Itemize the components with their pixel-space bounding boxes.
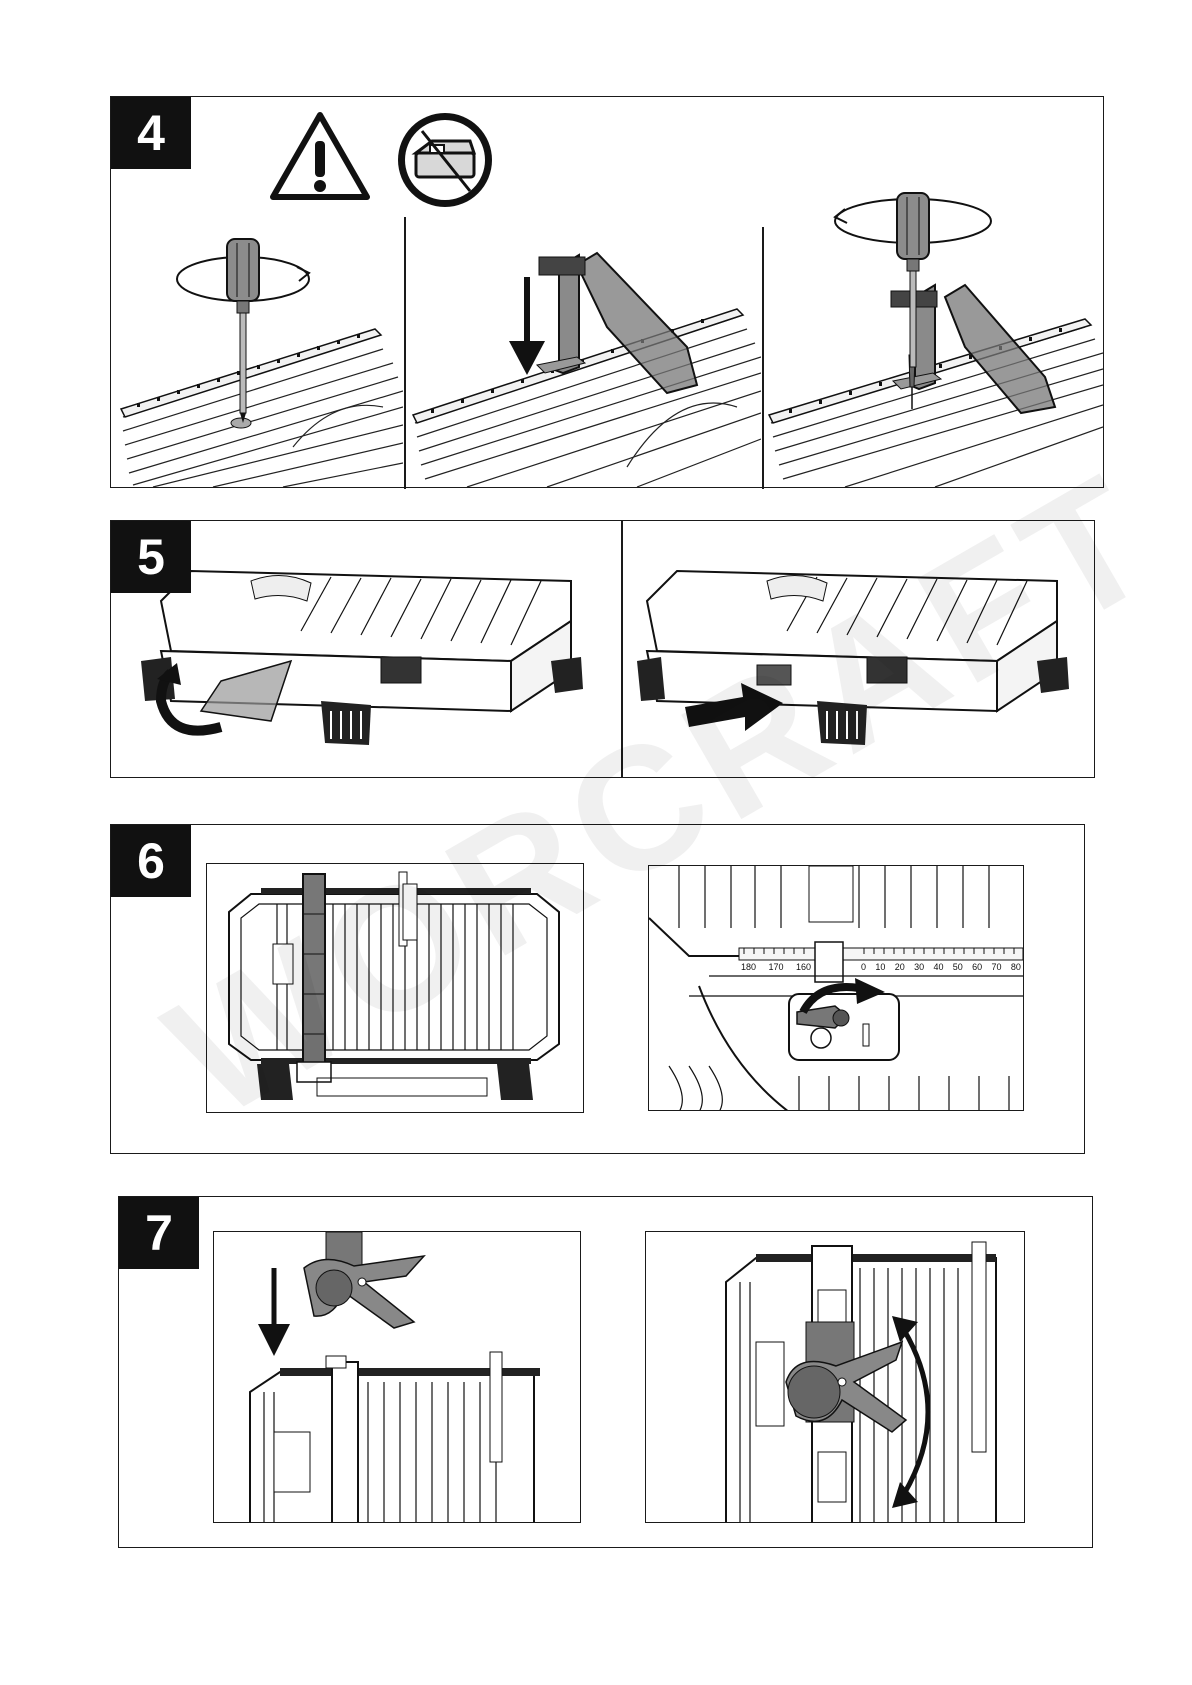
step-7-panel: 7 [118,1196,1093,1548]
step-7-badge: 7 [119,1197,199,1269]
scale-left-ticks: 180 170 160 [741,962,811,972]
scale-tick: 180 [741,962,756,972]
step-4-badge: 4 [111,97,191,169]
scale-right-ticks: 0 10 20 30 40 50 60 70 80 [861,962,1021,972]
step-4-frame-screw-removal [113,217,403,487]
step-5-frame-tray-push-in [637,561,1087,771]
no-battery-icon [396,111,494,209]
down-arrow-icon [507,277,547,377]
scale-tick: 160 [796,962,811,972]
rotation-arrow-icon [892,1312,942,1512]
step-7-frame-mitre-guide-angle [645,1231,1025,1523]
step-4-frame-mount-guard [407,217,761,487]
scale-tick: 170 [768,962,783,972]
scale-tick: 30 [914,962,924,972]
rotation-arrow-icon [799,978,889,1018]
step-5-frame-tray-fold-out [131,561,611,771]
scale-tick: 20 [895,962,905,972]
scale-tick: 80 [1011,962,1021,972]
step-6-frame-lock-knob-detail: 180 170 160 0 10 20 30 40 50 60 70 80 [648,865,1024,1111]
scale-tick: 70 [992,962,1002,972]
step-4-divider-1 [404,217,406,489]
step-5-panel: 5 [110,520,1095,778]
step-6-badge: 6 [111,825,191,897]
scale-tick: 10 [875,962,885,972]
step-6-frame-fence-overview [206,863,584,1113]
push-arrow-icon [685,677,785,743]
scale-tick: 0 [861,962,866,972]
step-4-panel: 4 [110,96,1104,488]
step-5-divider [621,521,623,777]
warning-icon [267,109,373,205]
step-4-divider-2 [762,227,764,489]
screwdriver-icon [831,191,1001,371]
step-4-frame-screw-fixing [765,187,1103,487]
scale-tick: 60 [972,962,982,972]
scale-tick: 50 [953,962,963,972]
step-6-panel: 6 [110,824,1085,1154]
step-5-badge: 5 [111,521,191,593]
rotation-arrow-icon [151,661,231,741]
down-arrow-icon [256,1268,292,1358]
scale-tick: 40 [933,962,943,972]
step-7-frame-mitre-guide-insert [213,1231,581,1523]
screwdriver-icon [173,227,313,427]
